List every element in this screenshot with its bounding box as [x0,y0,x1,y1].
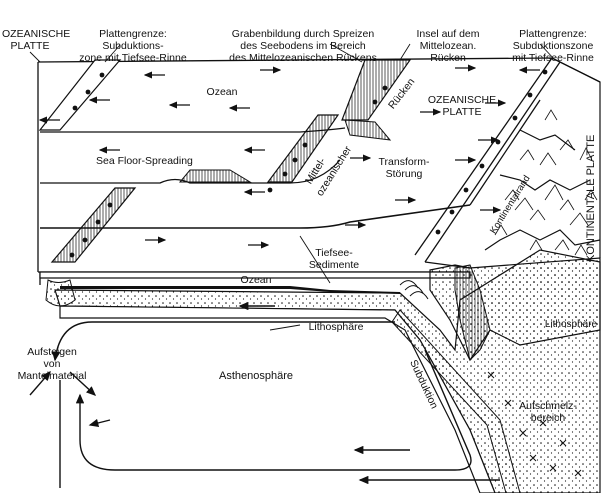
trench-waves [399,280,429,300]
sea-floor-spreading-label: Sea Floor-Spreading [96,155,193,167]
right-trench [414,57,561,263]
deep-sea-sediments-label: Tiefsee-Sedimente [308,247,360,271]
asthenosphere-label: Asthenosphäre [219,370,293,382]
melting-crosses [487,371,582,477]
transform-fault-label: Transform-Störung [378,156,430,180]
lithosphere-right-label: Lithosphäre [544,319,598,330]
ocean-front-label: Ozean [240,274,272,286]
continental-plate-label: KONTINENTALE PLATTE [585,134,597,262]
spreading-arrows [38,64,540,249]
continental-relief [494,109,598,256]
lithosphere-left-label: Lithosphäre [308,321,364,333]
convection-arrows [29,301,500,488]
melting-zone-label: Aufschmelz-bereich [519,400,577,424]
mid-ocean-ridge [38,59,412,263]
plate-boundary-left-label: Plattengrenze:Subduktions-zone mit Tiefs… [79,28,187,64]
cross-section [39,249,601,494]
ocean-top-label: Ozean [206,86,238,98]
continental-block [424,57,601,269]
label-pointers [29,43,556,331]
